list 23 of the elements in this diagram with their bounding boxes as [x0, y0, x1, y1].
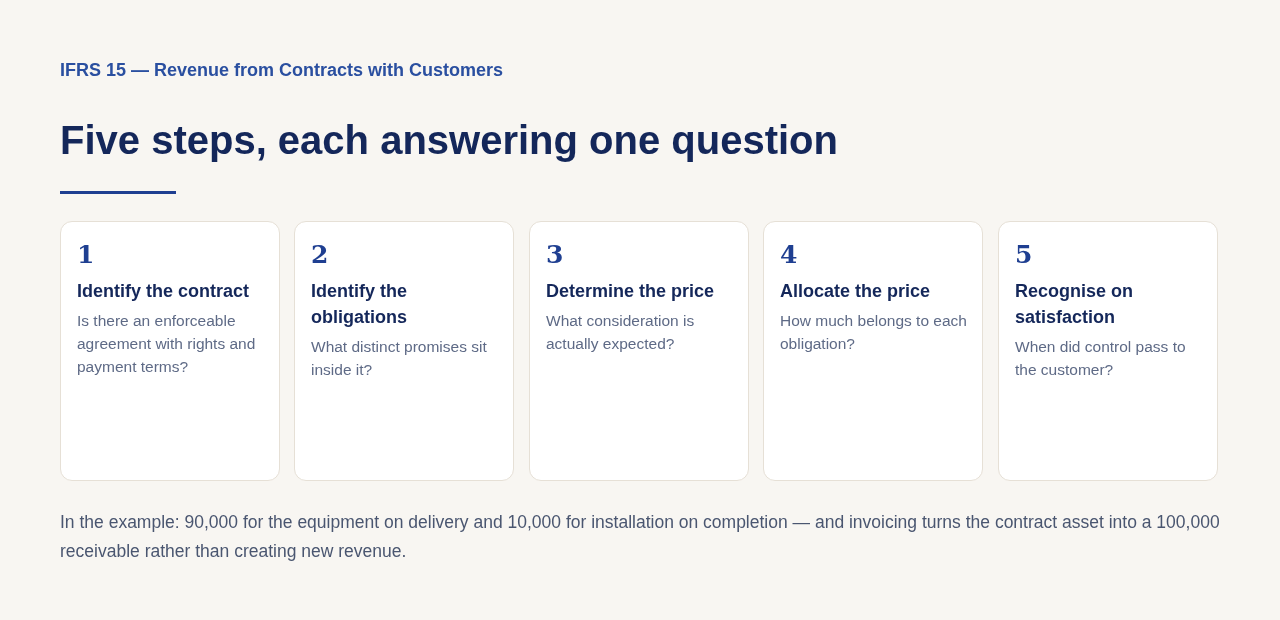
- step-card: [763, 221, 983, 481]
- step-heading: Identify the obligations: [311, 280, 408, 329]
- caption-text: In the example: 90,000 for the equipment on delivery and 10,000 for installation on completion — and invoicing turns the contract asset into a 100,000 receivable rather than creating new revenue.: [60, 511, 1221, 563]
- step-number: 4: [780, 240, 798, 270]
- page-title: Five steps, each answering one question: [60, 117, 838, 164]
- step-description: Is there an enforceable agreement with rights and payment terms?: [77, 311, 257, 377]
- step-description: How much belongs to each obligation?: [780, 311, 968, 354]
- step-card: [998, 221, 1218, 481]
- step-number: 3: [546, 240, 564, 270]
- eyebrow-text: IFRS 15 — Revenue from Contracts with Customers: [60, 59, 504, 81]
- step-number: 5: [1015, 240, 1033, 270]
- step-heading: Determine the price: [546, 280, 716, 303]
- step-card: [294, 221, 514, 481]
- step-heading: Allocate the price: [780, 280, 932, 303]
- step-description: What distinct promises sit inside it?: [311, 337, 488, 380]
- step-card: [60, 221, 280, 481]
- step-description: When did control pass to the customer?: [1015, 337, 1187, 380]
- step-card: [529, 221, 749, 481]
- step-description: What consideration is actually expected?: [546, 311, 696, 354]
- step-number: 2: [311, 240, 329, 270]
- step-number: 1: [77, 240, 95, 270]
- step-heading: Recognise on satisfaction: [1015, 280, 1135, 329]
- step-heading: Identify the contract: [77, 280, 251, 303]
